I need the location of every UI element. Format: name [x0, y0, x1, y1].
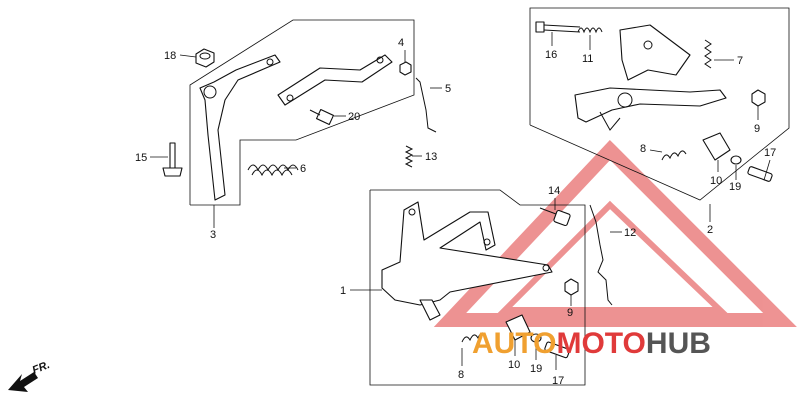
callout-10-upper: 10: [710, 175, 722, 187]
front-direction-label: FR.: [31, 359, 52, 377]
bracket-part-1: [381, 201, 553, 321]
plate-part: [277, 54, 393, 106]
assembly-frame-2: [529, 7, 790, 201]
clip-part-10-upper: [702, 132, 731, 161]
callout-11: 11: [582, 53, 593, 65]
clip-part-10-lower: [505, 314, 531, 341]
control-lever-assembly: [574, 24, 727, 131]
nut-part-4: [399, 61, 412, 76]
bolt-part-20: [309, 108, 335, 126]
callout-10-lower: 10: [508, 359, 520, 371]
callout-8-upper: 8: [640, 143, 646, 155]
callout-5: 5: [445, 83, 451, 95]
nut-part-9-lower: [564, 278, 579, 296]
callout-1: 1: [340, 285, 346, 297]
spring-part-8-upper: [661, 150, 687, 161]
callout-3: 3: [210, 229, 216, 241]
assembly-frame-3: [189, 19, 415, 206]
callout-17-lower: 17: [552, 375, 564, 387]
watermark-auto: AUTO: [472, 327, 556, 360]
spring-part-13: [404, 145, 414, 168]
callout-19-upper: 19: [729, 181, 741, 193]
callout-13: 13: [425, 151, 437, 163]
nut-part-9-upper: [751, 89, 766, 107]
washer-part-19-upper: [730, 155, 742, 165]
callout-15: 15: [135, 152, 147, 164]
callout-16: 16: [545, 49, 557, 61]
spring-part-8-lower: [461, 332, 487, 343]
callout-6: 6: [300, 163, 306, 175]
callout-4: 4: [398, 37, 404, 49]
callout-17-upper: 17: [764, 147, 776, 159]
callout-7: 7: [737, 55, 743, 67]
callout-18: 18: [164, 50, 176, 62]
assembly-frame-1: [369, 189, 586, 386]
front-direction-indicator: FR.: [8, 359, 52, 392]
callout-19-lower: 19: [530, 363, 542, 375]
rod-part-12: [589, 204, 613, 306]
bolt-part-17-lower: [544, 341, 570, 359]
bolt-part-16: [535, 21, 581, 33]
watermark-triangle: [433, 139, 797, 327]
callout-12: 12: [624, 227, 636, 239]
callout-14: 14: [548, 185, 560, 197]
bolt-part-17-upper: [747, 166, 773, 182]
front-arrow-icon: [8, 372, 38, 392]
spring-part-6: [247, 164, 299, 177]
callout-numbers: 18 15 3 4 5 20 6 13 16 11 7 9 8 10 19 17…: [135, 37, 776, 387]
callout-9-lower: 9: [567, 307, 573, 319]
callout-20: 20: [348, 111, 360, 123]
callout-2: 2: [707, 224, 713, 236]
rod-part-5: [415, 77, 437, 133]
nut-part-18: [195, 48, 215, 68]
bolt-part-15: [162, 142, 183, 177]
spring-part-7: [704, 39, 712, 69]
bolt-part-14: [539, 207, 571, 227]
svg-text:AUTOMOTOHUB: AUTOMOTOHUB: [472, 327, 711, 360]
watermark-moto: MOTO: [556, 327, 645, 360]
leader-lines: [150, 32, 771, 370]
watermark-logo: AUTOMOTOHUB: [472, 327, 711, 360]
callout-9-upper: 9: [754, 123, 760, 135]
spring-part-11: [577, 27, 603, 34]
callout-8-lower: 8: [458, 369, 464, 381]
watermark-hub: HUB: [646, 327, 711, 360]
throttle-arm-part-3: [199, 54, 281, 201]
